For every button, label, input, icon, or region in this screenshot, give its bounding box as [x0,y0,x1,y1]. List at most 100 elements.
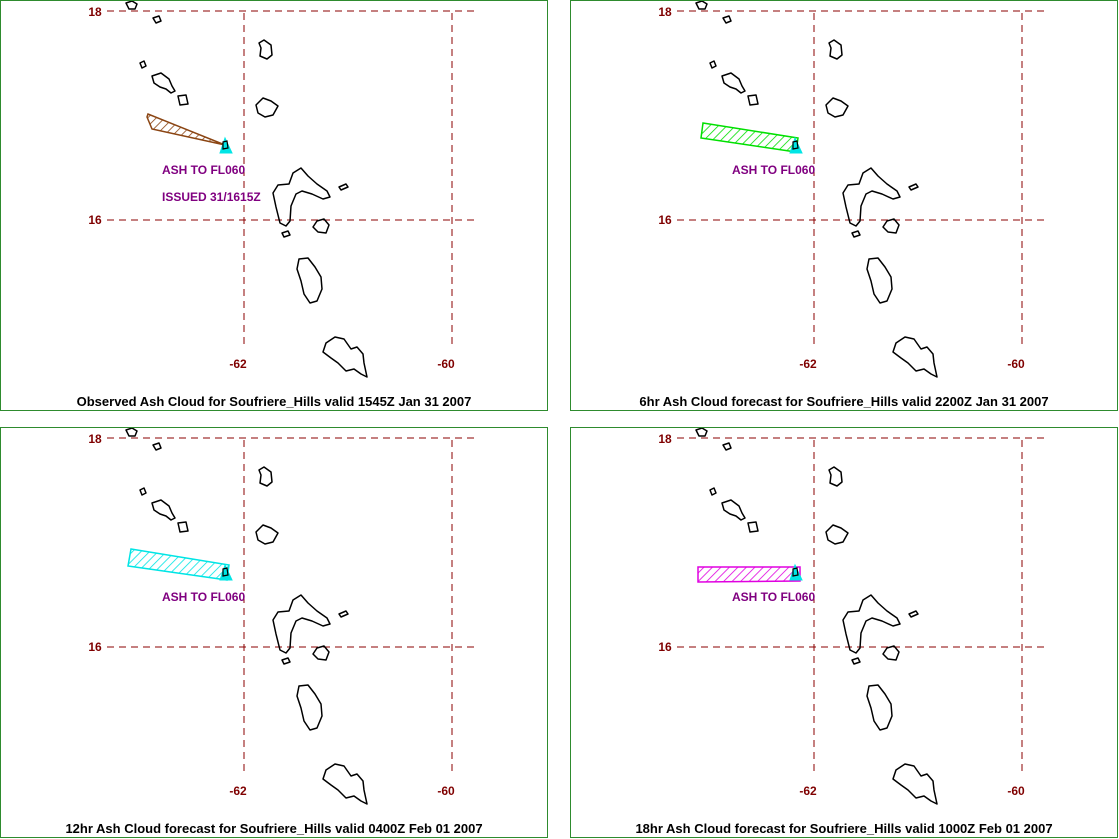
island-outline [842,167,901,227]
graticule [107,437,479,776]
ash-altitude-label: ASH TO FL060 [732,590,815,604]
island-outline [272,594,331,654]
island-outline [152,15,162,24]
panel-caption: 12hr Ash Cloud forecast for Soufriere_Hi… [65,821,483,836]
island-outline [892,336,938,378]
island-outline [338,183,349,191]
island-outline [851,230,861,238]
panel-caption: 18hr Ash Cloud forecast for Soufriere_Hi… [635,821,1053,836]
island-outline [722,15,732,24]
island-outline [322,336,368,378]
ash-cloud-area [697,566,801,583]
island-outline [296,257,323,304]
longitude-label: -60 [437,784,455,798]
island-outline [281,230,291,238]
island-outline [258,466,273,487]
island-outline [747,521,759,533]
volcano-marker [789,136,803,154]
coastlines [125,428,368,805]
latitude-label: 18 [658,5,672,19]
ash-cloud-polygon [146,113,226,146]
latitude-label: 16 [658,640,672,654]
island-outline [139,487,147,496]
longitude-label: -62 [229,784,247,798]
ash-map-panel-18hr: 18 16 -62 -60 ASH TO FL060 18hr Ash Cloud fo… [570,427,1118,838]
island-outline [866,684,893,731]
longitude-label: -60 [1007,784,1025,798]
graticule [677,10,1049,349]
island-outline [709,487,717,496]
coastlines [695,428,938,805]
island-outline [825,97,849,118]
island-outline [125,1,138,10]
island-outline [825,524,849,545]
island-outline [296,684,323,731]
island-outline [312,645,330,661]
island-outline [258,39,273,60]
island-outline [722,442,732,451]
island-outline [908,183,919,191]
longitude-label: -62 [799,784,817,798]
latitude-label: 18 [658,432,672,446]
island-outline [792,567,799,577]
island-outline [842,594,901,654]
map-canvas: 18 16 -62 -60 ASH TO FL060 [658,428,1049,805]
island-outline [177,521,189,533]
island-outline [255,524,279,545]
island-outline [866,257,893,304]
panel-caption: 6hr Ash Cloud forecast for Soufriere_Hil… [639,394,1049,409]
island-outline [828,39,843,60]
island-outline [338,610,349,618]
island-outline [695,428,708,437]
volcano-marker [219,563,233,581]
island-outline [908,610,919,618]
volcano-marker [789,563,803,581]
island-outline [747,94,759,106]
island-outline [222,567,229,577]
island-outline [892,763,938,805]
latitude-label: 18 [88,432,102,446]
coastlines [125,1,368,378]
longitude-label: -62 [229,357,247,371]
island-outline [882,218,900,234]
ash-altitude-label: ASH TO FL060 [162,163,245,177]
latitude-label: 16 [88,213,102,227]
ash-cloud-polygon [697,566,801,583]
island-outline [312,218,330,234]
island-outline [792,140,799,150]
issued-time-label: ISSUED 31/1615Z [162,190,261,204]
coastlines [695,1,938,378]
panel-caption: Observed Ash Cloud for Soufriere_Hills v… [76,394,472,409]
island-outline [828,466,843,487]
graticule [107,10,479,349]
island-outline [125,428,138,437]
longitude-label: -62 [799,357,817,371]
island-outline [721,499,746,521]
longitude-label: -60 [437,357,455,371]
island-outline [281,657,291,665]
island-outline [139,60,147,69]
latitude-label: 16 [658,213,672,227]
volcano-triangle [219,136,233,154]
island-outline [151,499,176,521]
island-outline [222,140,229,150]
island-outline [272,167,331,227]
island-outline [709,60,717,69]
latitude-label: 18 [88,5,102,19]
island-outline [322,763,368,805]
ash-altitude-label: ASH TO FL060 [732,163,815,177]
graticule [677,437,1049,776]
ash-cloud-polygon [700,122,799,153]
island-outline [851,657,861,665]
island-outline [151,72,176,94]
island-outline [152,442,162,451]
island-outline [882,645,900,661]
island-outline [721,72,746,94]
island-outline [695,1,708,10]
ash-cloud-area [700,122,799,153]
latitude-label: 16 [88,640,102,654]
island-outline [177,94,189,106]
